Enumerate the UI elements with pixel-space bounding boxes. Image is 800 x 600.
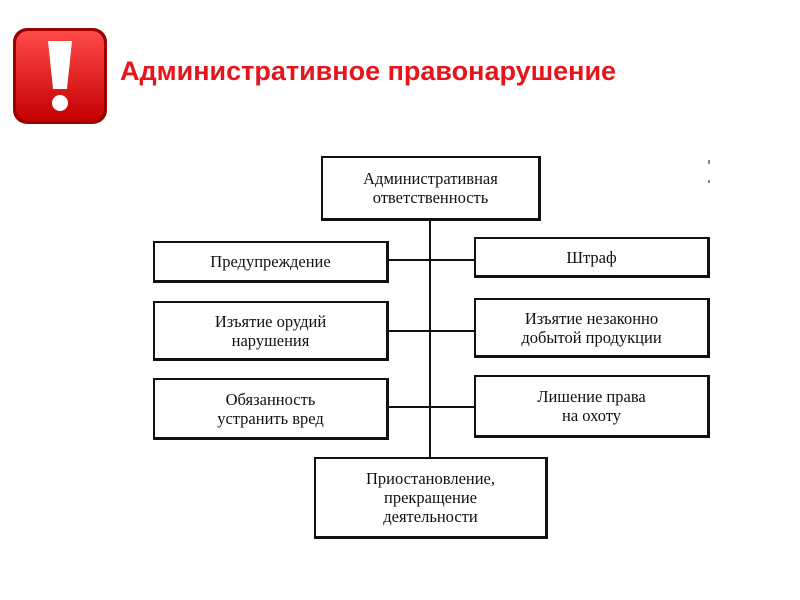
box-label: Изъятие незаконно добытой продукции (521, 308, 662, 347)
page-title: Административное правонарушение (120, 56, 617, 86)
connector-row-2 (388, 330, 474, 332)
box-label: Изъятие орудий нарушения (214, 311, 327, 350)
box-fine: Штраф (474, 237, 710, 278)
box-hunting-rights-deprivation: Лишение права на охоту (474, 375, 710, 438)
box-label: Лишение права на охоту (537, 387, 646, 425)
box-confiscation-products: Изъятие незаконно добытой продукции (474, 298, 710, 358)
scan-mark (708, 160, 710, 164)
connector-trunk (429, 220, 431, 458)
box-label: Предупреждение (210, 252, 331, 271)
exclamation-icon (13, 28, 107, 124)
root-box-label: Административная ответственность (363, 169, 498, 207)
root-box-administrative-liability: Административная ответственность (321, 156, 541, 221)
connector-row-1 (388, 259, 474, 261)
box-label: Приостановление, прекращение деятельност… (365, 469, 496, 526)
box-suspension-termination: Приостановление, прекращение деятельност… (314, 457, 548, 539)
scan-mark (708, 180, 710, 183)
box-warning: Предупреждение (153, 241, 389, 283)
box-duty-repair-harm: Обязанность устранить вред (153, 378, 389, 440)
box-confiscation-tools: Изъятие орудий нарушения (153, 301, 389, 361)
box-label: Обязанность устранить вред (217, 389, 324, 428)
connector-row-3 (388, 406, 474, 408)
box-label: Штраф (566, 247, 617, 267)
